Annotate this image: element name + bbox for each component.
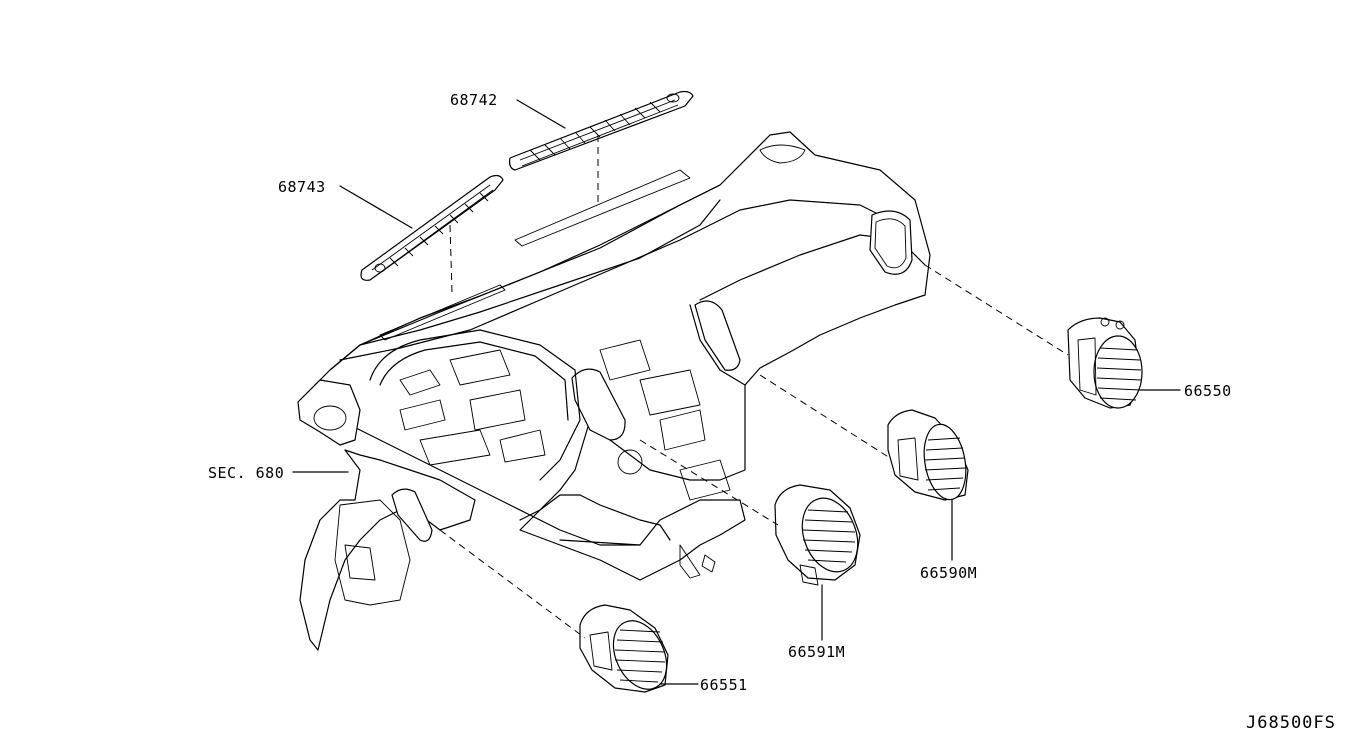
- defroster-grille-68742: [508, 90, 694, 171]
- callout-leaders: [292, 99, 1181, 685]
- label-68742: 68742: [450, 91, 498, 109]
- vent-66551: [579, 604, 669, 693]
- label-68743: 68743: [278, 178, 326, 196]
- dashed-leaders: [439, 135, 1069, 639]
- label-66591m: 66591M: [788, 643, 845, 661]
- label-sec-680: SEC. 680: [208, 464, 284, 482]
- vent-66590m: [887, 409, 969, 501]
- label-66550: 66550: [1184, 382, 1232, 400]
- vent-66591m: [774, 484, 861, 586]
- label-66590m: 66590M: [920, 564, 977, 582]
- vent-66550: [1067, 317, 1143, 409]
- instrument-panel-assembly: [297, 90, 931, 651]
- label-66551: 66551: [700, 676, 748, 694]
- defroster-grille-68743: [360, 174, 504, 281]
- diagram-code: J68500FS: [1246, 713, 1336, 733]
